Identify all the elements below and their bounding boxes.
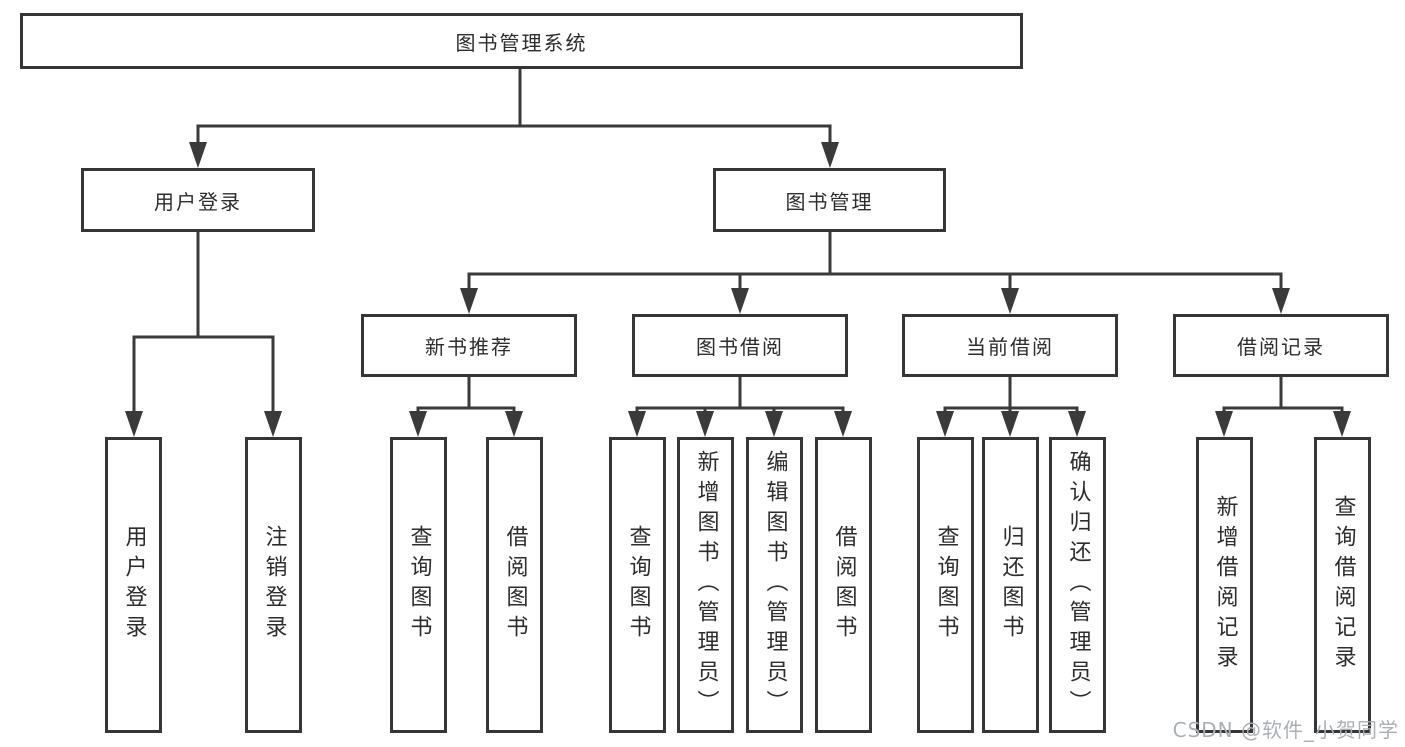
node-label: 新增图书（管理员） [693,450,719,720]
node-label: 借阅记录 [1237,335,1325,359]
connector-book-borrow-to-leaves [628,377,852,437]
node-label: 用户登录 [154,189,242,214]
leaf-add-book-admin: 新增图书（管理员） [677,437,734,733]
connector-borrow-records-to-leaves [1215,377,1351,437]
node-label: 查询图书 [625,525,651,645]
node-label: 借阅图书 [502,525,528,645]
leaf-query-book-current: 查询图书 [917,437,974,733]
node-label: 借阅图书 [831,525,857,645]
node-library-management-system: 图书管理系统 [20,13,1023,69]
node-label: 注销登录 [261,525,287,645]
node-label: 用户登录 [121,525,147,645]
leaf-query-book-recommend: 查询图书 [390,437,447,733]
node-current-borrow: 当前借阅 [902,314,1118,377]
node-label: 新书推荐 [425,335,513,359]
node-label: 当前借阅 [966,335,1054,359]
node-borrow-records: 借阅记录 [1173,314,1389,377]
connector-new-book-recommend-to-leaves [409,377,523,437]
connector-current-borrow-to-leaves [936,377,1086,437]
node-user-login: 用户登录 [81,168,315,232]
leaf-edit-book-admin: 编辑图书（管理员） [746,437,803,733]
node-new-book-recommend: 新书推荐 [361,314,577,377]
node-label: 查询借阅记录 [1330,495,1356,675]
leaf-borrow-book: 借阅图书 [815,437,872,733]
node-label: 确认归还（管理员） [1065,450,1091,720]
connector-book-management-to-level3 [460,232,1290,314]
leaf-user-login: 用户登录 [105,437,162,733]
node-label: 查询图书 [406,525,432,645]
leaf-query-book-borrow: 查询图书 [609,437,666,733]
node-book-borrow: 图书借阅 [632,314,848,377]
node-label: 图书管理系统 [455,30,588,55]
node-label: 图书管理 [785,189,874,214]
leaf-query-borrow-record: 查询借阅记录 [1314,437,1371,733]
node-label: 归还图书 [998,525,1024,645]
leaf-logout: 注销登录 [245,437,302,733]
node-label: 编辑图书（管理员） [762,450,788,720]
csdn-watermark: CSDN @软件_小贺同学 [1172,718,1399,742]
leaf-confirm-return-admin: 确认归还（管理员） [1049,437,1106,733]
leaf-add-borrow-record: 新增借阅记录 [1196,437,1253,733]
node-label: 新增借阅记录 [1212,495,1238,675]
leaf-borrow-book-recommend: 借阅图书 [486,437,543,733]
node-label: 图书借阅 [696,335,784,359]
node-book-management: 图书管理 [713,168,946,232]
leaf-return-book: 归还图书 [982,437,1039,733]
connector-user-login-to-leaves [125,232,282,437]
connector-root-to-level2 [189,69,839,168]
node-label: 查询图书 [933,525,959,645]
